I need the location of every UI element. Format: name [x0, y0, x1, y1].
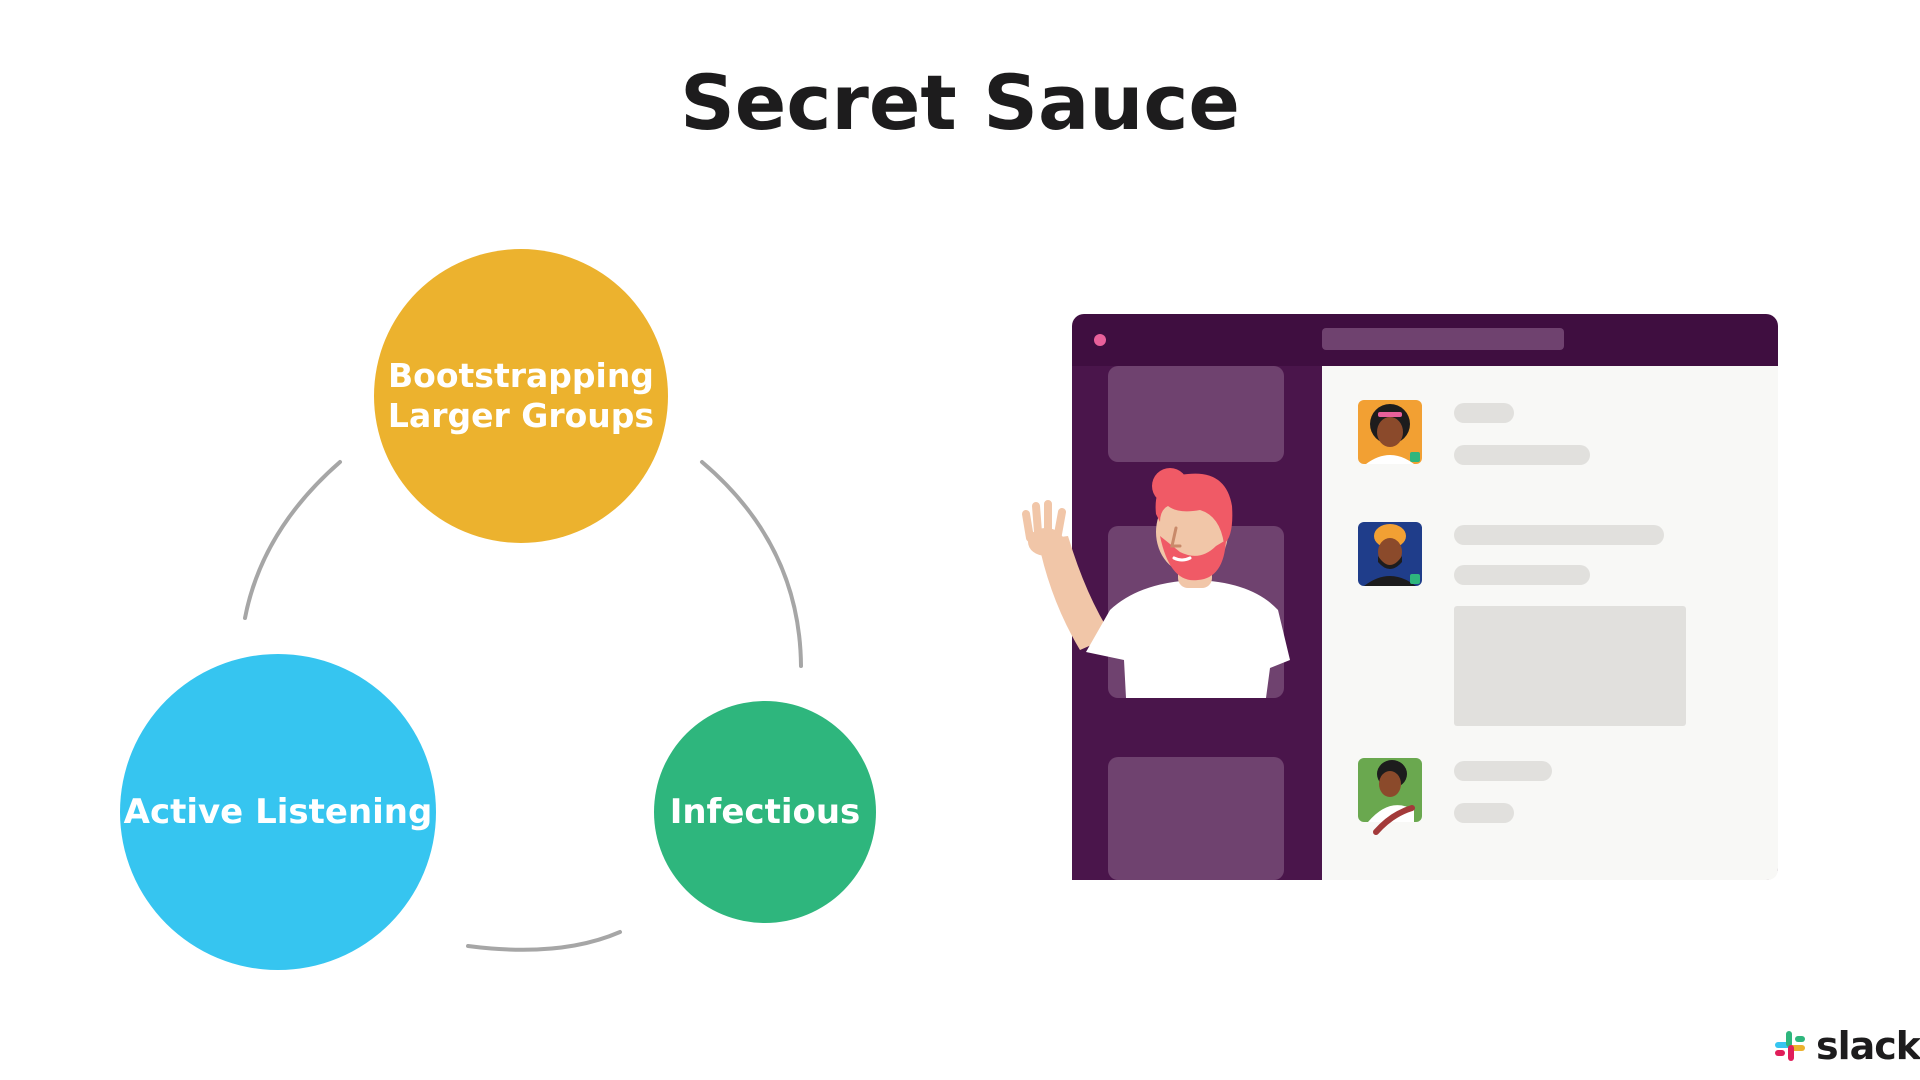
node-bootstrapping-larger-groups: Bootstrapping Larger Groups	[374, 249, 668, 543]
node-infectious: Infectious	[654, 701, 876, 923]
window-search-bar	[1322, 328, 1564, 350]
message-placeholder	[1454, 803, 1514, 823]
node-label: Bootstrapping Larger Groups	[388, 356, 654, 436]
waving-person-icon	[1022, 468, 1290, 698]
slack-window-illustration	[1022, 314, 1778, 880]
connector-arc-bottom	[466, 930, 622, 952]
node-label: Active Listening	[124, 792, 433, 832]
node-label-line: Infectious	[669, 792, 861, 832]
slack-logo: slack	[1772, 1024, 1920, 1068]
avatar-icon	[1358, 400, 1422, 464]
message-placeholder	[1454, 445, 1590, 465]
slack-hash-icon	[1775, 1031, 1805, 1061]
node-label-line: Bootstrapping	[388, 356, 654, 395]
node-label-line: Active Listening	[123, 792, 433, 832]
message-placeholder	[1454, 565, 1590, 585]
sidebar-tile	[1108, 366, 1284, 462]
slack-logo-text: slack	[1816, 1024, 1920, 1068]
sidebar-tile	[1108, 757, 1284, 880]
message-placeholder	[1454, 761, 1552, 781]
node-label-line: Larger Groups	[387, 396, 655, 435]
connector-arc-right	[700, 460, 803, 668]
avatar-icon	[1358, 758, 1422, 835]
slide-title: Secret Sauce	[680, 58, 1240, 147]
node-active-listening: Active Listening	[120, 654, 436, 970]
node-label: Infectious	[670, 792, 861, 832]
attachment-placeholder	[1454, 606, 1686, 726]
avatar-icon	[1358, 522, 1422, 586]
message-placeholder	[1454, 525, 1664, 545]
window-dot	[1094, 334, 1106, 346]
connector-arc-left	[243, 460, 342, 620]
message-placeholder	[1454, 403, 1514, 423]
